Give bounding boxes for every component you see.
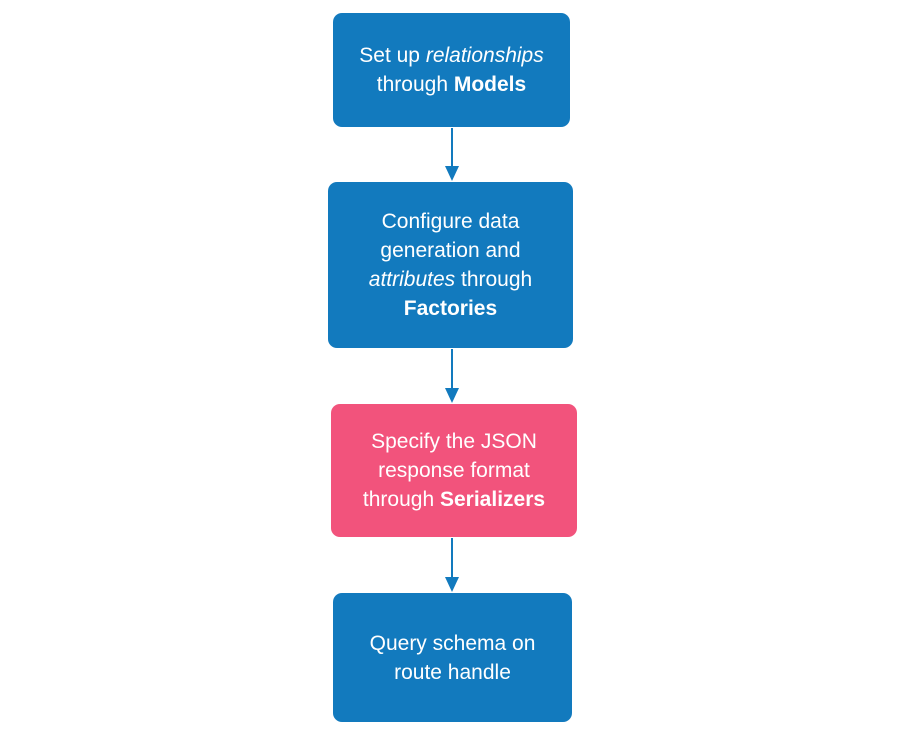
node-label: Configure data generation and attributes…	[368, 210, 533, 320]
arrow-shaft	[451, 349, 453, 389]
flow-node-factories: Configure data generation and attributes…	[328, 182, 573, 348]
arrow-factories-to-serializers	[445, 349, 459, 403]
arrow-models-to-factories	[445, 128, 459, 181]
node-label: Query schema on route handle	[369, 631, 536, 684]
node-label: Set up relationships through Models	[359, 44, 544, 96]
arrow-shaft	[451, 538, 453, 578]
flow-node-models: Set up relationships through Models	[333, 13, 570, 127]
flow-node-serializers: Specify the JSON response format through…	[331, 404, 577, 537]
node-label: Specify the JSON response format through…	[362, 430, 546, 511]
flow-node-route-handle: Query schema on route handle	[333, 593, 572, 722]
arrowhead-icon	[445, 577, 459, 592]
arrow-shaft	[451, 128, 453, 167]
arrow-serializers-to-route-handle	[445, 538, 459, 592]
arrowhead-icon	[445, 166, 459, 181]
arrowhead-icon	[445, 388, 459, 403]
